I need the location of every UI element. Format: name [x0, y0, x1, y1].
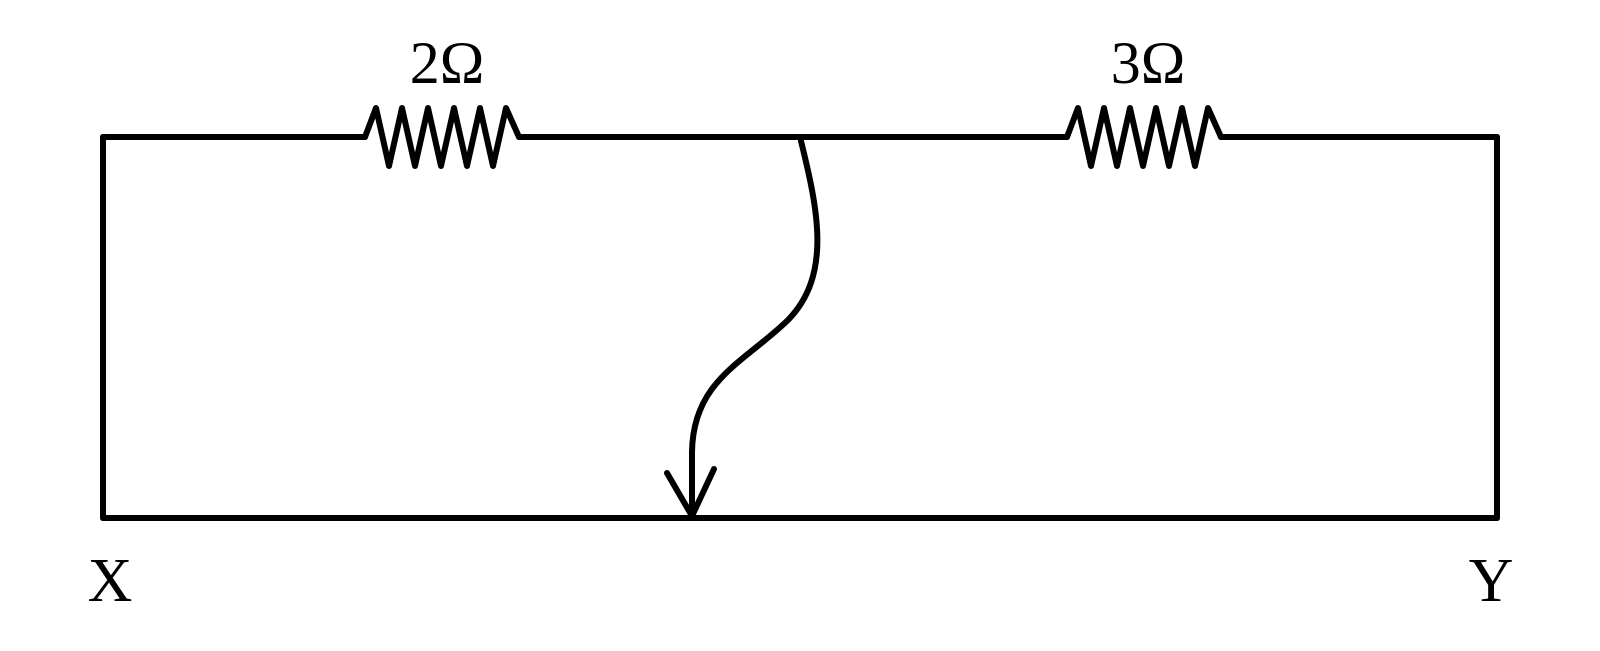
resistor-right-label: 3Ω: [1111, 30, 1186, 96]
terminal-y-label: Y: [1469, 547, 1514, 615]
terminal-x-label: X: [88, 547, 133, 615]
arrowhead-icon: [664, 466, 717, 519]
resistor-left-label: 2Ω: [410, 30, 485, 96]
current-path-curve: [689, 138, 821, 515]
resistor-3-ohm: [1064, 105, 1224, 169]
resistor-2-ohm: [362, 105, 522, 169]
